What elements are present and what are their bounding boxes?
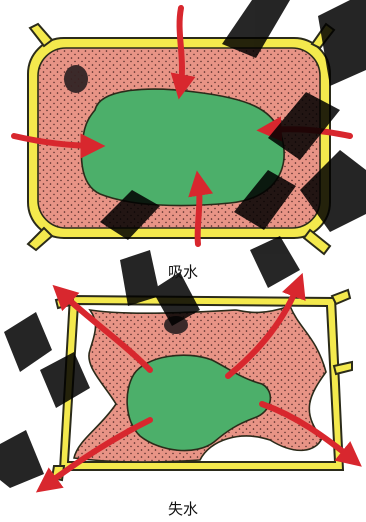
caption-release: 失水 — [0, 498, 366, 519]
losing-cell — [42, 280, 356, 488]
absorb-arrow-icon — [198, 178, 200, 244]
caption-absorb: 吸水 — [0, 261, 366, 282]
absorb-arrow-icon — [180, 8, 182, 92]
